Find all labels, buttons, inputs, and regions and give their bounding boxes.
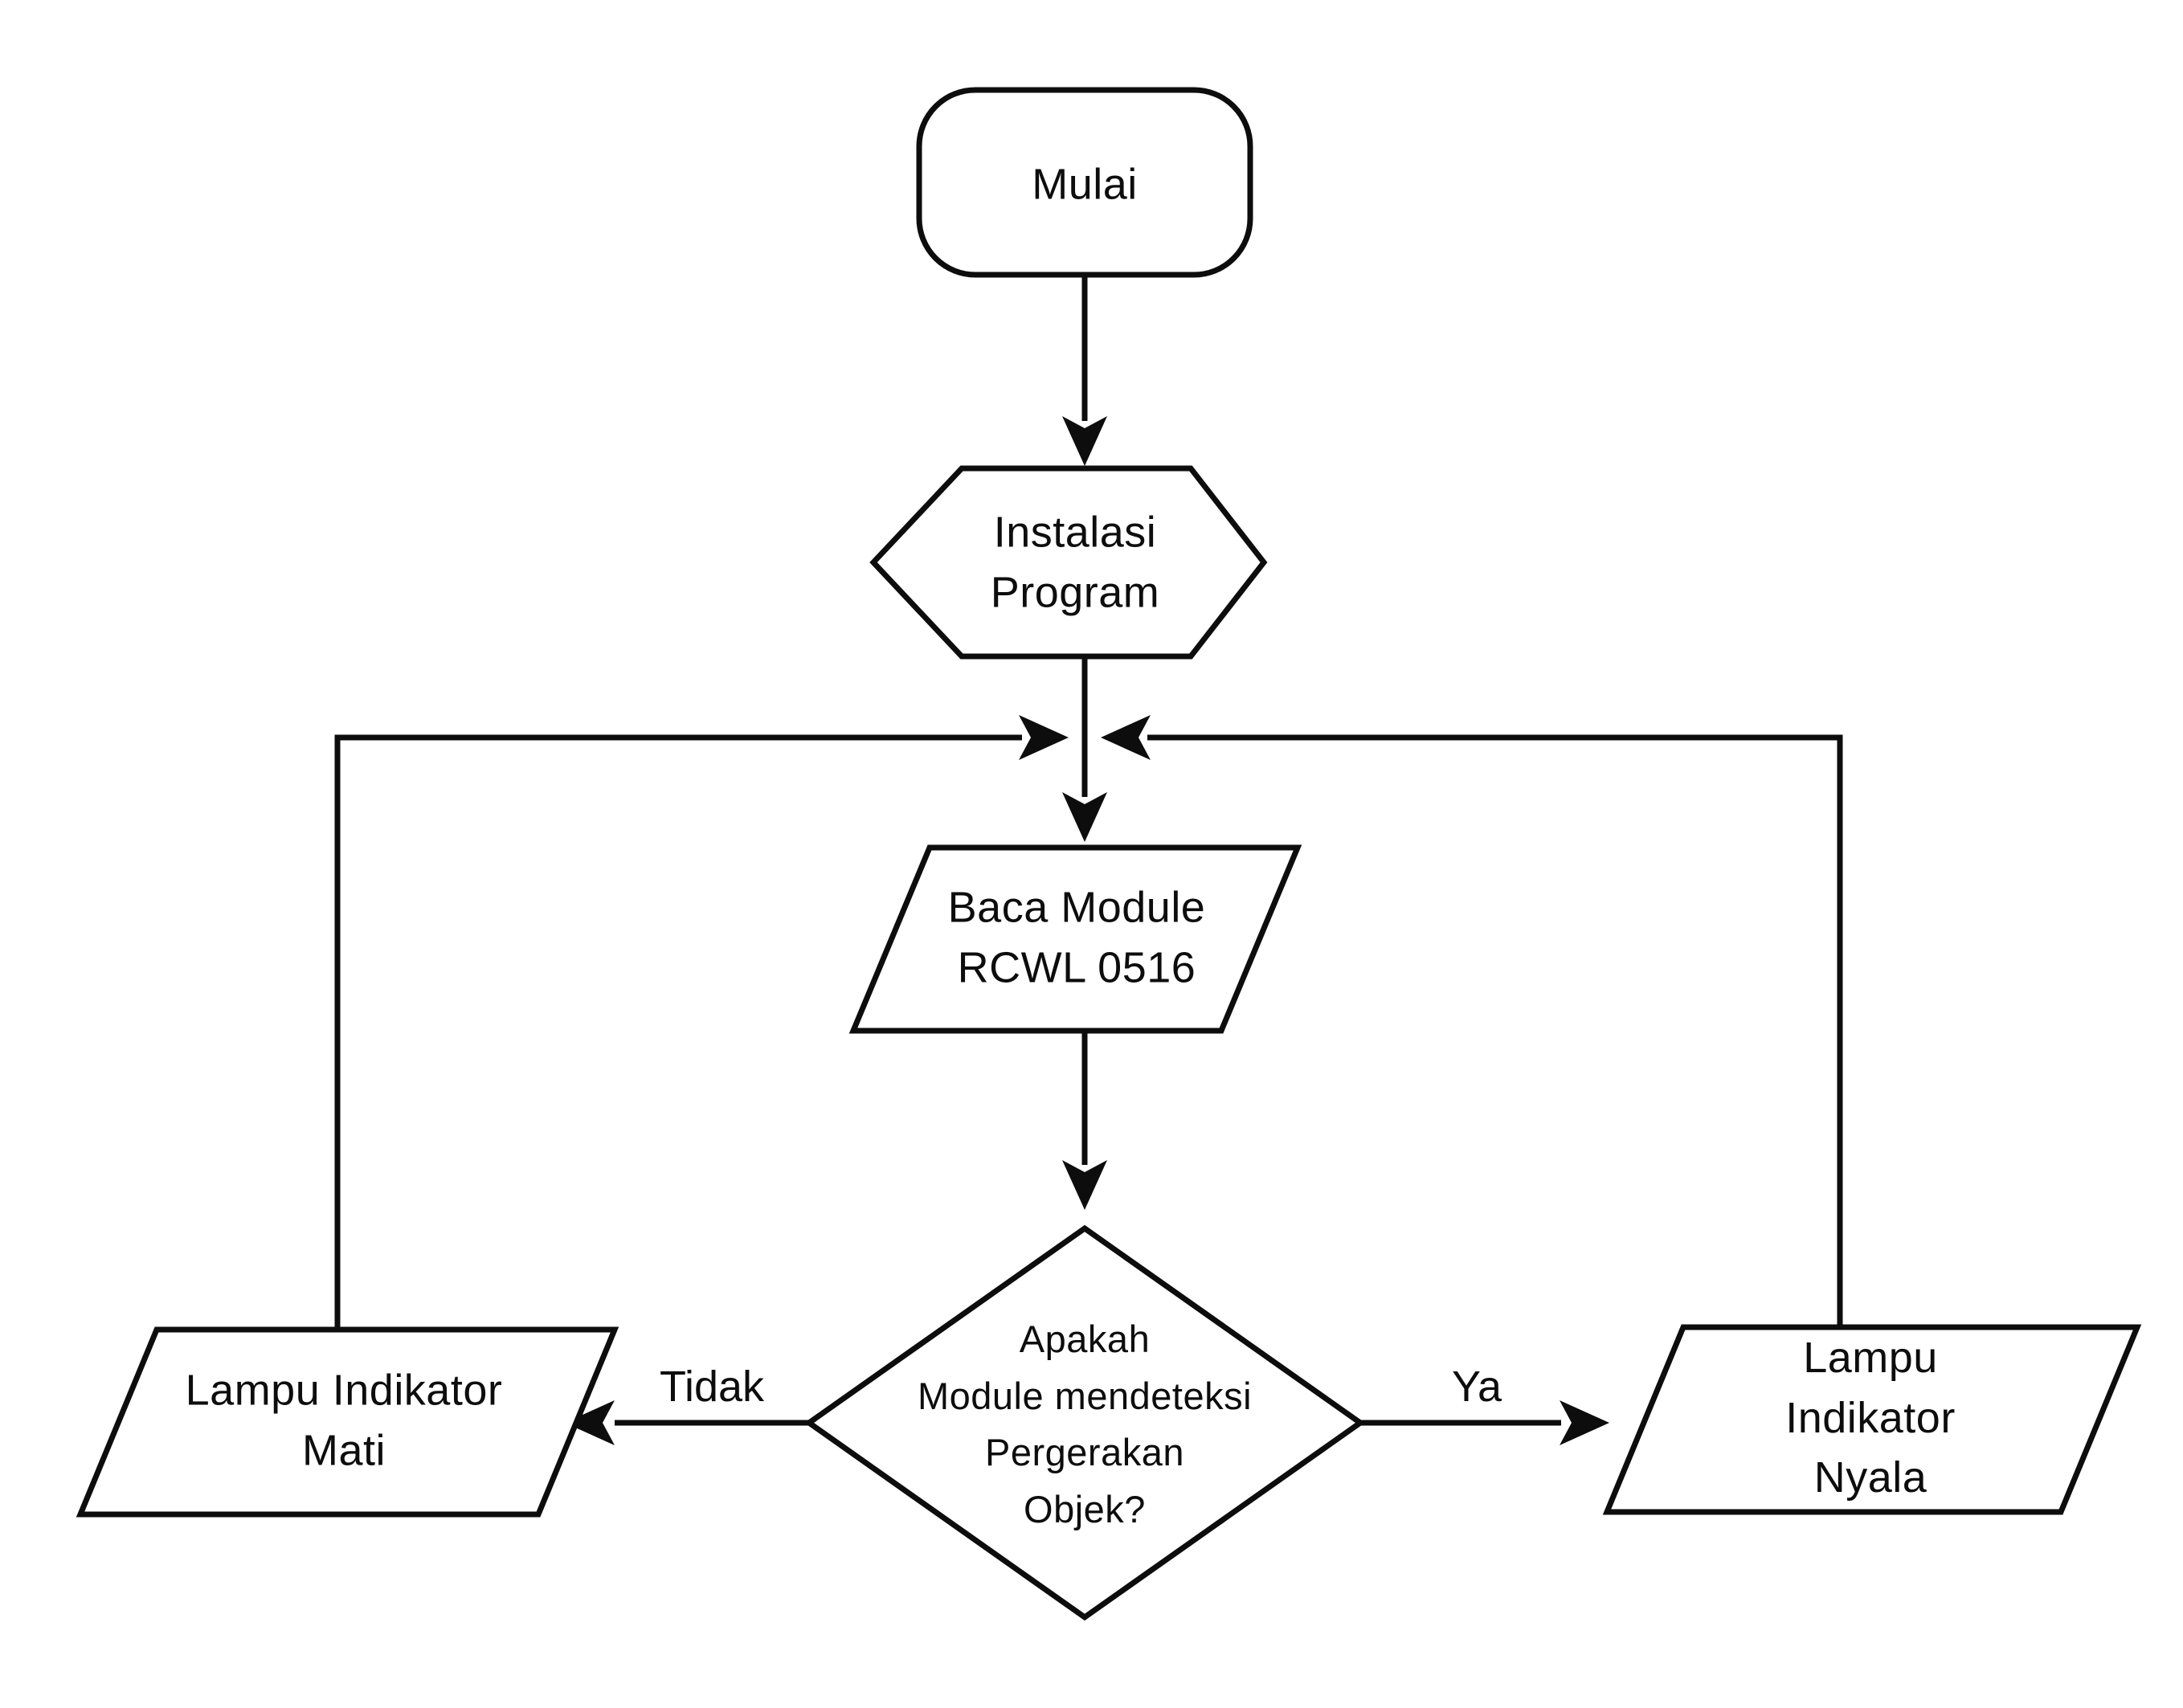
- node-label-read-module: Baca Module RCWL 0516: [947, 883, 1206, 991]
- node-label-start: Mulai: [1032, 160, 1138, 209]
- arrowhead-into-on: [1560, 1400, 1609, 1445]
- read-module-parallelogram-shape: [848, 844, 1302, 1034]
- edge-label-ya: Ya: [1451, 1363, 1502, 1411]
- decision-diamond-shape: [803, 1224, 1366, 1621]
- indicator-on-parallelogram-shape: [1602, 1324, 2142, 1515]
- node-label-decision: Apakah Module mendeteksi Pergerakan Obje…: [917, 1318, 1253, 1530]
- indicator-off-parallelogram-shape: [76, 1326, 619, 1518]
- edge-on-loop-back: [1147, 734, 1843, 1327]
- arrowhead-junction-from-left: [1019, 715, 1069, 760]
- arrowhead-into-read: [1062, 792, 1107, 842]
- preparation-hexagon-shape: [869, 465, 1268, 660]
- node-label-install: Instalasi Program: [990, 508, 1160, 616]
- arrowhead-into-off: [565, 1400, 615, 1445]
- node-label-indicator-off: Lampu Indikator Mati: [185, 1366, 503, 1474]
- arrowhead-into-decision: [1062, 1160, 1107, 1210]
- arrowhead-junction-from-right: [1101, 715, 1151, 760]
- edge-off-loop-back: [334, 734, 1022, 1330]
- arrowhead-into-install: [1062, 416, 1107, 466]
- start-terminator-shape: [916, 87, 1253, 278]
- node-label-indicator-on: Lampu Indikator Nyala: [1785, 1334, 1956, 1502]
- edge-label-tidak: Tidak: [659, 1363, 765, 1411]
